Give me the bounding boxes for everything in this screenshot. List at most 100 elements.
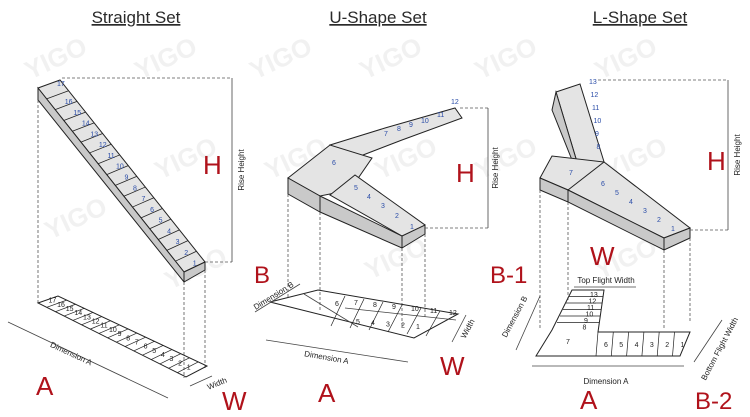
straight-w-label: W bbox=[222, 386, 247, 416]
straight-plan-line bbox=[177, 361, 199, 373]
straight-tread-line bbox=[46, 90, 69, 100]
l-upper-step-label: 11 bbox=[592, 105, 599, 112]
straight-plan-step-label: 12 bbox=[92, 319, 100, 326]
u-plan-upper-label: 9 bbox=[392, 304, 396, 311]
l-dimension-b-line bbox=[515, 295, 541, 351]
straight-plan-line bbox=[142, 345, 164, 356]
straight-plan-step-label: 10 bbox=[109, 327, 117, 334]
title-straight-set: Straight Set bbox=[92, 8, 181, 27]
straight-plan-step-label: 5 bbox=[152, 348, 156, 355]
straight-width-line bbox=[189, 375, 213, 387]
l-plan-lower-line bbox=[656, 331, 660, 357]
l-landing-number: 7 bbox=[569, 170, 573, 177]
u-plan-upper-label: 11 bbox=[430, 308, 437, 315]
l-plan-lower-label: 4 bbox=[635, 342, 639, 349]
u-plan-divider bbox=[406, 307, 422, 335]
u-upper-step-label: 9 bbox=[409, 122, 413, 129]
l-plan-outline bbox=[535, 289, 691, 357]
u-plan-divider bbox=[387, 304, 403, 333]
straight-step-label: 10 bbox=[116, 164, 124, 171]
l-upper-step-label: 12 bbox=[591, 92, 599, 99]
l-plan-lower-label: 2 bbox=[665, 342, 669, 349]
u-upper-step-label: 8 bbox=[397, 126, 401, 133]
straight-tread-line bbox=[106, 165, 129, 175]
watermark: YIGO bbox=[20, 31, 92, 86]
u-lower-step-label: 2 bbox=[395, 213, 399, 220]
l-plan-upper-label: 9 bbox=[584, 318, 588, 325]
u-plan-lower-label: 3 bbox=[386, 321, 390, 328]
straight-plan-step-label: 11 bbox=[100, 323, 107, 330]
u-plan-divider bbox=[425, 310, 441, 337]
watermark: YIGO bbox=[470, 31, 542, 86]
u-landing-number: 6 bbox=[332, 160, 336, 167]
u-plan-dividers bbox=[330, 295, 441, 337]
l-lower-step-label: 4 bbox=[629, 199, 633, 206]
straight-tread-line bbox=[123, 186, 146, 197]
l-lower-step-label: 3 bbox=[643, 208, 647, 215]
l-plan-lower-line bbox=[641, 331, 645, 357]
straight-tread-line bbox=[80, 133, 103, 143]
straight-step-label: 7 bbox=[142, 196, 146, 203]
l-dimension-a-label: Dimension A bbox=[584, 377, 630, 386]
u-plan-divider bbox=[368, 301, 384, 331]
l-bottom-flight-width-label: Bottom Flight Width bbox=[699, 316, 740, 382]
straight-plan-line bbox=[151, 349, 173, 360]
straight-plan-line bbox=[159, 353, 181, 365]
straight-plan-step-label: 16 bbox=[57, 302, 65, 309]
straight-plan-step-label: 8 bbox=[126, 335, 130, 342]
l-upper-step-label: 10 bbox=[594, 118, 602, 125]
u-width-line bbox=[451, 314, 467, 343]
u-a-label: A bbox=[318, 378, 336, 408]
straight-plan-line bbox=[72, 312, 94, 321]
straight-plan-line bbox=[124, 336, 146, 347]
straight-plan-step-label: 9 bbox=[118, 331, 122, 338]
straight-step-label: 12 bbox=[99, 142, 107, 149]
straight-plan-step-label: 2 bbox=[178, 360, 182, 367]
u-plan-upper-label: 12 bbox=[449, 310, 457, 317]
l-plan-lower-line bbox=[672, 331, 675, 357]
straight-step-label: 9 bbox=[125, 175, 129, 182]
l-plan-landing-number: 7 bbox=[566, 339, 570, 346]
l-h-label: H bbox=[707, 146, 726, 176]
straight-step-label: 8 bbox=[133, 185, 137, 192]
straight-dimension-a-label: Dimension A bbox=[49, 340, 94, 367]
l-w-label: W bbox=[590, 241, 615, 271]
straight-step-label: 1 bbox=[193, 261, 197, 268]
straight-step-label: 4 bbox=[167, 228, 171, 235]
l-plan-upper-label: 13 bbox=[590, 292, 598, 299]
u-lower-step-label: 5 bbox=[354, 185, 358, 192]
straight-h-label: H bbox=[203, 150, 222, 180]
u-upper-step-label: 10 bbox=[421, 118, 429, 125]
straight-step-label: 6 bbox=[150, 207, 154, 214]
straight-tread-line bbox=[166, 240, 189, 251]
straight-tread-line bbox=[63, 111, 86, 121]
u-dimension-b-line bbox=[254, 283, 301, 313]
u-upper-step-label: 7 bbox=[384, 131, 388, 138]
u-width-label: Width bbox=[459, 318, 477, 340]
watermark: YIGO bbox=[590, 31, 662, 86]
watermark: YIGO bbox=[245, 31, 317, 86]
l-plan-upper-label: 11 bbox=[587, 305, 594, 312]
u-plan-lower-label: 1 bbox=[416, 324, 420, 331]
watermark: YIGO bbox=[130, 31, 202, 86]
l-upper-step-label: 13 bbox=[589, 79, 597, 86]
l-lower-step-label: 5 bbox=[615, 190, 619, 197]
l-b1-label: B-1 bbox=[490, 262, 527, 289]
straight-plan-line bbox=[90, 320, 111, 330]
u-plan-lower-label: 5 bbox=[356, 319, 360, 326]
l-plan-lower-label: 6 bbox=[604, 342, 608, 349]
straight-step-label: 3 bbox=[176, 239, 180, 246]
l-rise-height-label: Rise Height bbox=[733, 134, 742, 176]
straight-tread-line bbox=[97, 154, 120, 165]
straight-tread-line bbox=[149, 218, 172, 230]
